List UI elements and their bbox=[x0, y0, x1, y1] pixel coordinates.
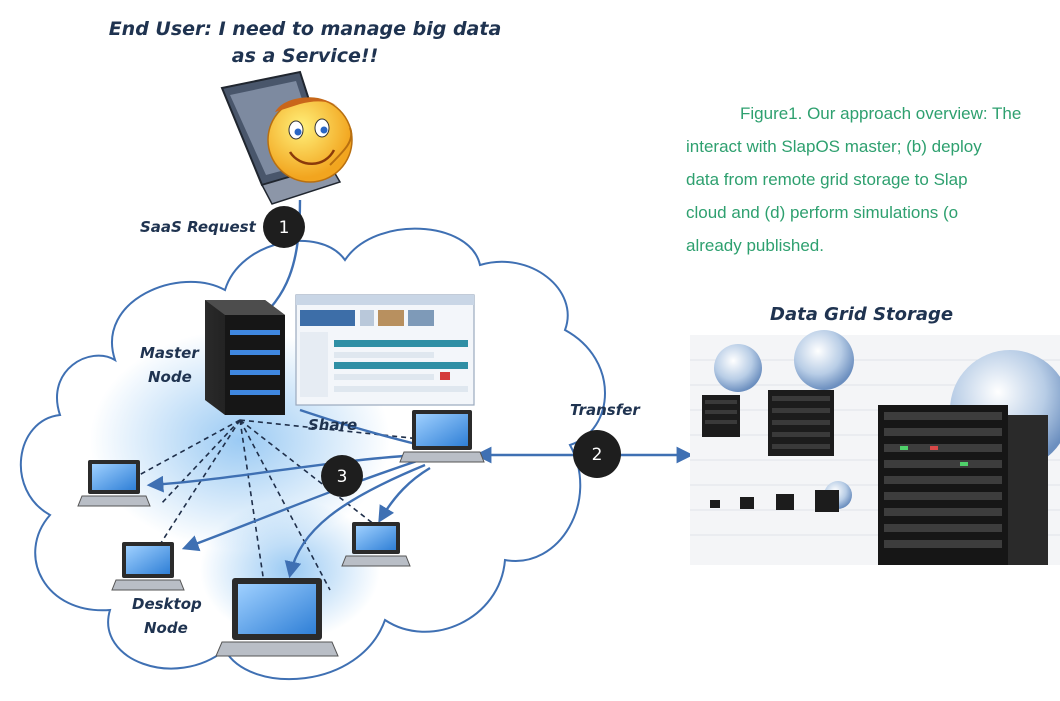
caption-line-4: cloud and (d) perform simulations (o bbox=[686, 203, 958, 222]
server-rack-icon-medium bbox=[768, 390, 834, 456]
saas-request-label: SaaS Request bbox=[140, 218, 257, 236]
globe-icon-medium bbox=[794, 330, 854, 390]
desktop-node-label-1: Desktop bbox=[132, 595, 202, 613]
laptop-share-source bbox=[399, 410, 485, 463]
transfer-label: Transfer bbox=[570, 401, 641, 419]
slapos-web-interface bbox=[295, 294, 475, 406]
master-node-label-1: Master bbox=[140, 344, 200, 362]
data-grid-storage-image bbox=[690, 330, 1060, 565]
cloud-outline bbox=[19, 227, 606, 681]
svg-text:1: 1 bbox=[279, 218, 290, 238]
laptop-desktop-node-4 bbox=[341, 522, 411, 567]
server-rack-icon-large bbox=[878, 405, 1048, 565]
caption-line-3: data from remote grid storage to Slap bbox=[686, 170, 968, 189]
svg-text:3: 3 bbox=[337, 467, 348, 487]
step-badge-2: 2 bbox=[573, 430, 621, 478]
master-node-server bbox=[205, 300, 285, 415]
share-arrows bbox=[146, 408, 431, 579]
server-rack-icon-small bbox=[702, 395, 740, 437]
caption-line-1: Figure1. Our approach overview: The bbox=[740, 104, 1021, 123]
step-badge-3: 3 bbox=[321, 455, 363, 497]
dashed-links bbox=[129, 419, 431, 591]
svg-text:2: 2 bbox=[592, 445, 603, 465]
caption-line-2: interact with SlapOS master; (b) deploy bbox=[686, 137, 982, 156]
step-badge-1: 1 bbox=[263, 206, 305, 248]
heading-line-2: as a Service!! bbox=[232, 45, 379, 67]
smiley-face-icon bbox=[267, 97, 353, 183]
laptop-desktop-node-3 bbox=[215, 578, 339, 657]
laptop-desktop-node-2 bbox=[111, 542, 185, 591]
master-node-label-2: Node bbox=[148, 368, 192, 386]
desktop-node-label-2: Node bbox=[144, 619, 188, 637]
heading-line-1: End User: I need to manage big data bbox=[109, 18, 502, 40]
end-user-avatar bbox=[220, 70, 353, 205]
data-grid-storage-label: Data Grid Storage bbox=[770, 304, 953, 325]
laptop-desktop-node-1 bbox=[77, 460, 151, 507]
globe-icon-small bbox=[714, 344, 762, 392]
share-label: Share bbox=[308, 416, 357, 434]
caption-line-5: already published. bbox=[686, 236, 824, 255]
